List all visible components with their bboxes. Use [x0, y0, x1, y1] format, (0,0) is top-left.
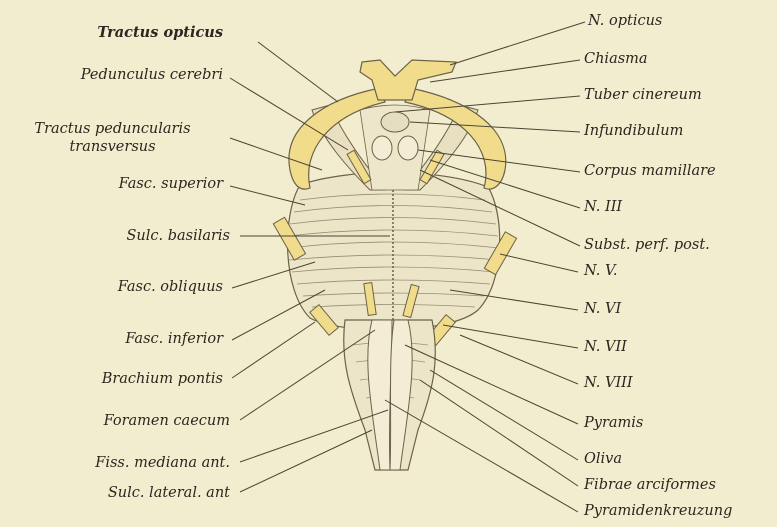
- label-pyramidenkreuzung: Pyramidenkreuzung: [584, 502, 732, 520]
- corpus-mamillare-right: [398, 136, 418, 160]
- label-n-vi: N. VI: [584, 300, 621, 318]
- label-fasc-obliquus: Fasc. obliquus: [20, 278, 223, 296]
- label-fasc-inferior: Fasc. inferior: [20, 330, 223, 348]
- label-n-v: N. V.: [584, 262, 618, 280]
- label-pyramis: Pyramis: [584, 414, 643, 432]
- label-corpus-mamillare: Corpus mamillare: [584, 162, 716, 180]
- corpus-mamillare-left: [372, 136, 392, 160]
- label-subst-perf: Subst. perf. post.: [584, 236, 710, 254]
- label-sulc-basilaris: Sulc. basilaris: [20, 227, 230, 245]
- infundibulum: [381, 112, 409, 132]
- label-n-viii: N. VIII: [584, 374, 633, 392]
- label-sulc-lateral: Sulc. lateral. ant: [10, 484, 230, 502]
- label-pedunculus-cerebri: Pedunculus cerebri: [20, 66, 223, 84]
- label-tractus-peduncularis-line2: transversus: [5, 138, 220, 156]
- label-brachium-pontis: Brachium pontis: [20, 370, 223, 388]
- label-chiasma: Chiasma: [584, 50, 648, 68]
- label-infundibulum: Infundibulum: [584, 122, 683, 140]
- label-n-vii: N. VII: [584, 338, 627, 356]
- label-tractus-peduncularis-line1: Tractus peduncularis: [5, 120, 220, 138]
- label-tractus-opticus: Tractus opticus: [30, 24, 223, 42]
- label-oliva: Oliva: [584, 450, 622, 468]
- label-foramen-caecum: Foramen caecum: [20, 412, 230, 430]
- label-fibrae-arciformes: Fibrae arciformes: [584, 476, 716, 494]
- label-fiss-mediana: Fiss. mediana ant.: [10, 454, 230, 472]
- label-tuber-cinereum: Tuber cinereum: [584, 86, 702, 104]
- label-n-iii: N. III: [584, 198, 622, 216]
- label-fasc-superior: Fasc. superior: [20, 175, 223, 193]
- label-n-opticus: N. opticus: [588, 12, 662, 30]
